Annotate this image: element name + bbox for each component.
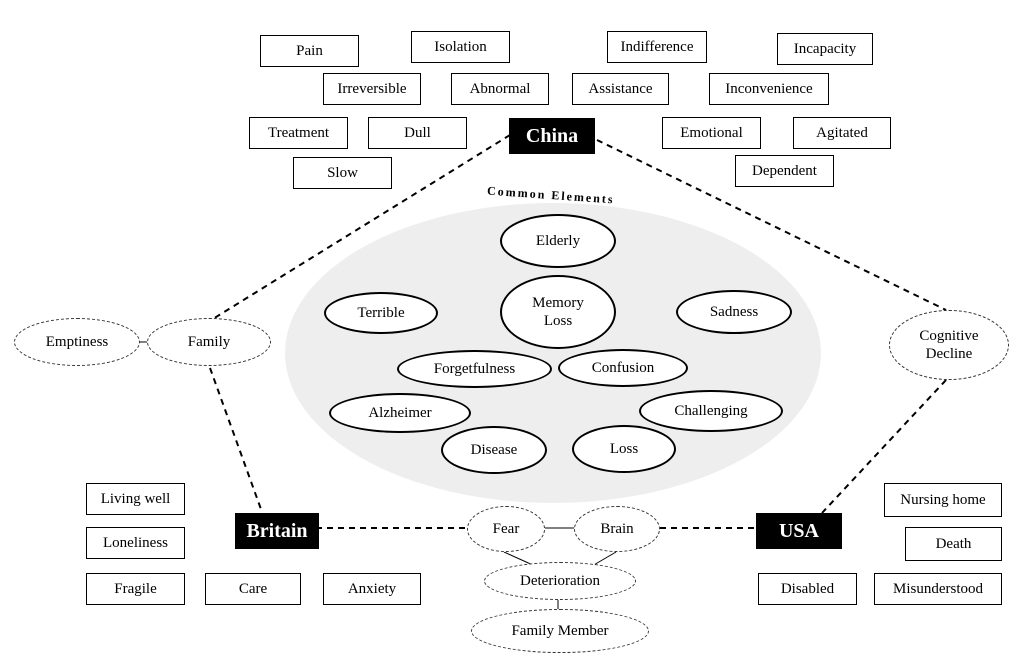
term-anxiety: Anxiety [323,573,421,605]
common-term-disease: Disease [441,426,547,474]
common-term-alzheimer: Alzheimer [329,393,471,433]
link-term-emptiness: Emptiness [14,318,140,366]
term-treatment: Treatment [249,117,348,149]
term-isolation: Isolation [411,31,510,63]
china-cognitive-decline-link [596,139,947,311]
common-term-memory-loss: Memory Loss [500,275,616,349]
common-term-terrible: Terrible [324,292,438,334]
term-disabled: Disabled [758,573,857,605]
country-china: China [509,118,595,154]
country-usa: USA [756,513,842,549]
common-term-confusion: Confusion [558,349,688,387]
china-family-link [207,134,511,323]
link-term-cognitive-decline: Cognitive Decline [889,310,1009,380]
term-care: Care [205,573,301,605]
common-term-challenging: Challenging [639,390,783,432]
term-agitated: Agitated [793,117,891,149]
term-incapacity: Incapacity [777,33,873,65]
term-emotional: Emotional [662,117,761,149]
term-slow: Slow [293,157,392,189]
term-indifference: Indifference [607,31,707,63]
term-pain: Pain [260,35,359,67]
term-nursing-home: Nursing home [884,483,1002,517]
term-living-well: Living well [86,483,185,515]
term-death: Death [905,527,1002,561]
term-dependent: Dependent [735,155,834,187]
common-term-loss: Loss [572,425,676,473]
term-irreversible: Irreversible [323,73,421,105]
term-assistance: Assistance [572,73,669,105]
common-term-sadness: Sadness [676,290,792,334]
link-term-family: Family [147,318,271,366]
term-inconvenience: Inconvenience [709,73,829,105]
link-term-brain: Brain [574,506,660,552]
term-dull: Dull [368,117,467,149]
link-term-family-member: Family Member [471,609,649,653]
common-term-elderly: Elderly [500,214,616,268]
common-term-forgetfulness: Forgetfulness [397,350,552,388]
term-abnormal: Abnormal [451,73,549,105]
link-term-fear: Fear [467,506,545,552]
term-fragile: Fragile [86,573,185,605]
cognitive-decline-usa-link [821,379,947,514]
country-britain: Britain [235,513,319,549]
term-misunderstood: Misunderstood [874,573,1002,605]
term-loneliness: Loneliness [86,527,185,559]
link-term-deterioration: Deterioration [484,562,636,600]
family-britain-link [209,367,263,513]
